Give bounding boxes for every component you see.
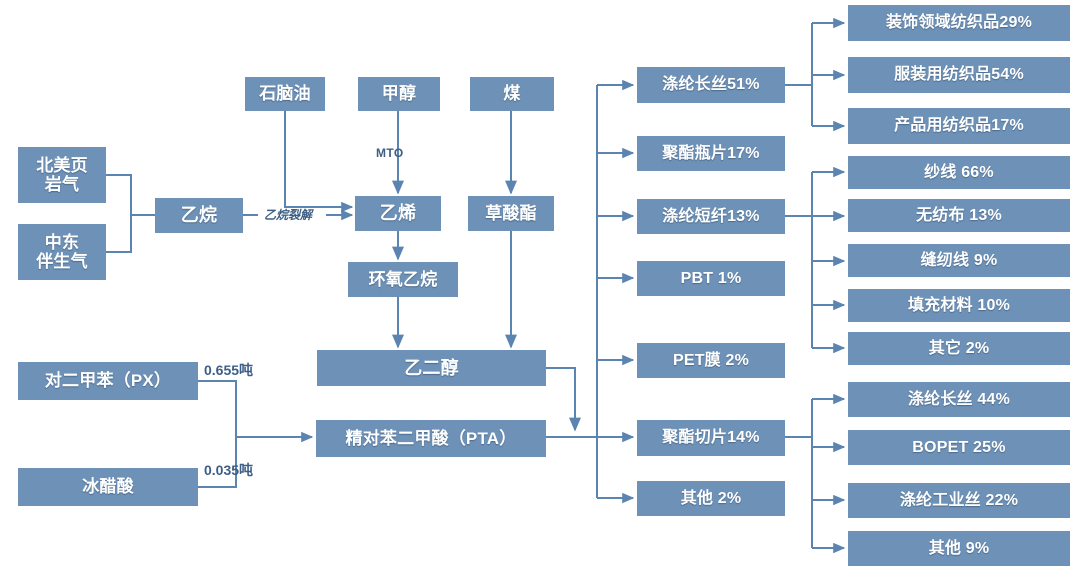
node-polyester-filament[interactable]: 涤纶长丝51%: [637, 67, 785, 103]
node-ethylene-oxide[interactable]: 环氧乙烷: [348, 262, 458, 297]
wire-meg-to-pta-line: [546, 367, 581, 432]
node-oxalate[interactable]: 草酸酯: [468, 196, 554, 231]
node-pta[interactable]: 精对苯二甲酸（PTA）: [316, 420, 546, 457]
node-methanol[interactable]: 甲醇: [358, 77, 440, 111]
node-shale-gas[interactable]: 北美页 岩气: [18, 147, 106, 203]
wire-naphtha-to-ethylene: [284, 111, 354, 213]
node-meg[interactable]: 乙二醇: [317, 350, 546, 386]
node-ethylene[interactable]: 乙烯: [355, 196, 441, 231]
node-bopet[interactable]: BOPET 25%: [848, 430, 1070, 465]
node-filling-material[interactable]: 填充材料 10%: [848, 289, 1070, 322]
node-px[interactable]: 对二甲苯（PX）: [18, 362, 198, 400]
node-decorative-textile[interactable]: 装饰领域纺织品29%: [848, 5, 1070, 41]
node-industrial-textile[interactable]: 产品用纺织品17%: [848, 108, 1070, 144]
node-other-textile[interactable]: 其它 2%: [848, 332, 1070, 365]
node-pet-film[interactable]: PET膜 2%: [637, 343, 785, 378]
node-chip-filament[interactable]: 涤纶长丝 44%: [848, 382, 1070, 417]
node-coal[interactable]: 煤: [470, 77, 554, 111]
edge-label-acetic-ratio: 0.035吨: [204, 462, 254, 478]
edge-label-px-ratio: 0.655吨: [204, 362, 254, 378]
node-apparel-textile[interactable]: 服装用纺织品54%: [848, 57, 1070, 93]
node-industrial-yarn[interactable]: 涤纶工业丝 22%: [848, 483, 1070, 518]
edge-label-mto: MTO: [376, 146, 404, 160]
node-associated-gas[interactable]: 中东 伴生气: [18, 224, 106, 280]
node-other-2[interactable]: 其他 2%: [637, 481, 785, 516]
node-other-9[interactable]: 其他 9%: [848, 531, 1070, 566]
node-naphtha[interactable]: 石脑油: [245, 77, 325, 111]
node-polyester-chip[interactable]: 聚酯切片14%: [637, 420, 785, 456]
node-staple-fiber[interactable]: 涤纶短纤13%: [637, 199, 785, 234]
node-ethane[interactable]: 乙烷: [155, 198, 243, 233]
node-bottle-chip[interactable]: 聚酯瓶片17%: [637, 136, 785, 171]
wire-gas-bracket: [106, 174, 132, 253]
node-acetic-acid[interactable]: 冰醋酸: [18, 468, 198, 506]
edge-label-ethane-cracking: 乙烷裂解: [264, 208, 313, 222]
node-yarn[interactable]: 纱线 66%: [848, 156, 1070, 189]
wire-px-aa-bracket: [198, 380, 237, 488]
node-nonwoven[interactable]: 无纺布 13%: [848, 199, 1070, 232]
node-pbt[interactable]: PBT 1%: [637, 261, 785, 296]
node-sewing-thread[interactable]: 缝纫线 9%: [848, 244, 1070, 277]
